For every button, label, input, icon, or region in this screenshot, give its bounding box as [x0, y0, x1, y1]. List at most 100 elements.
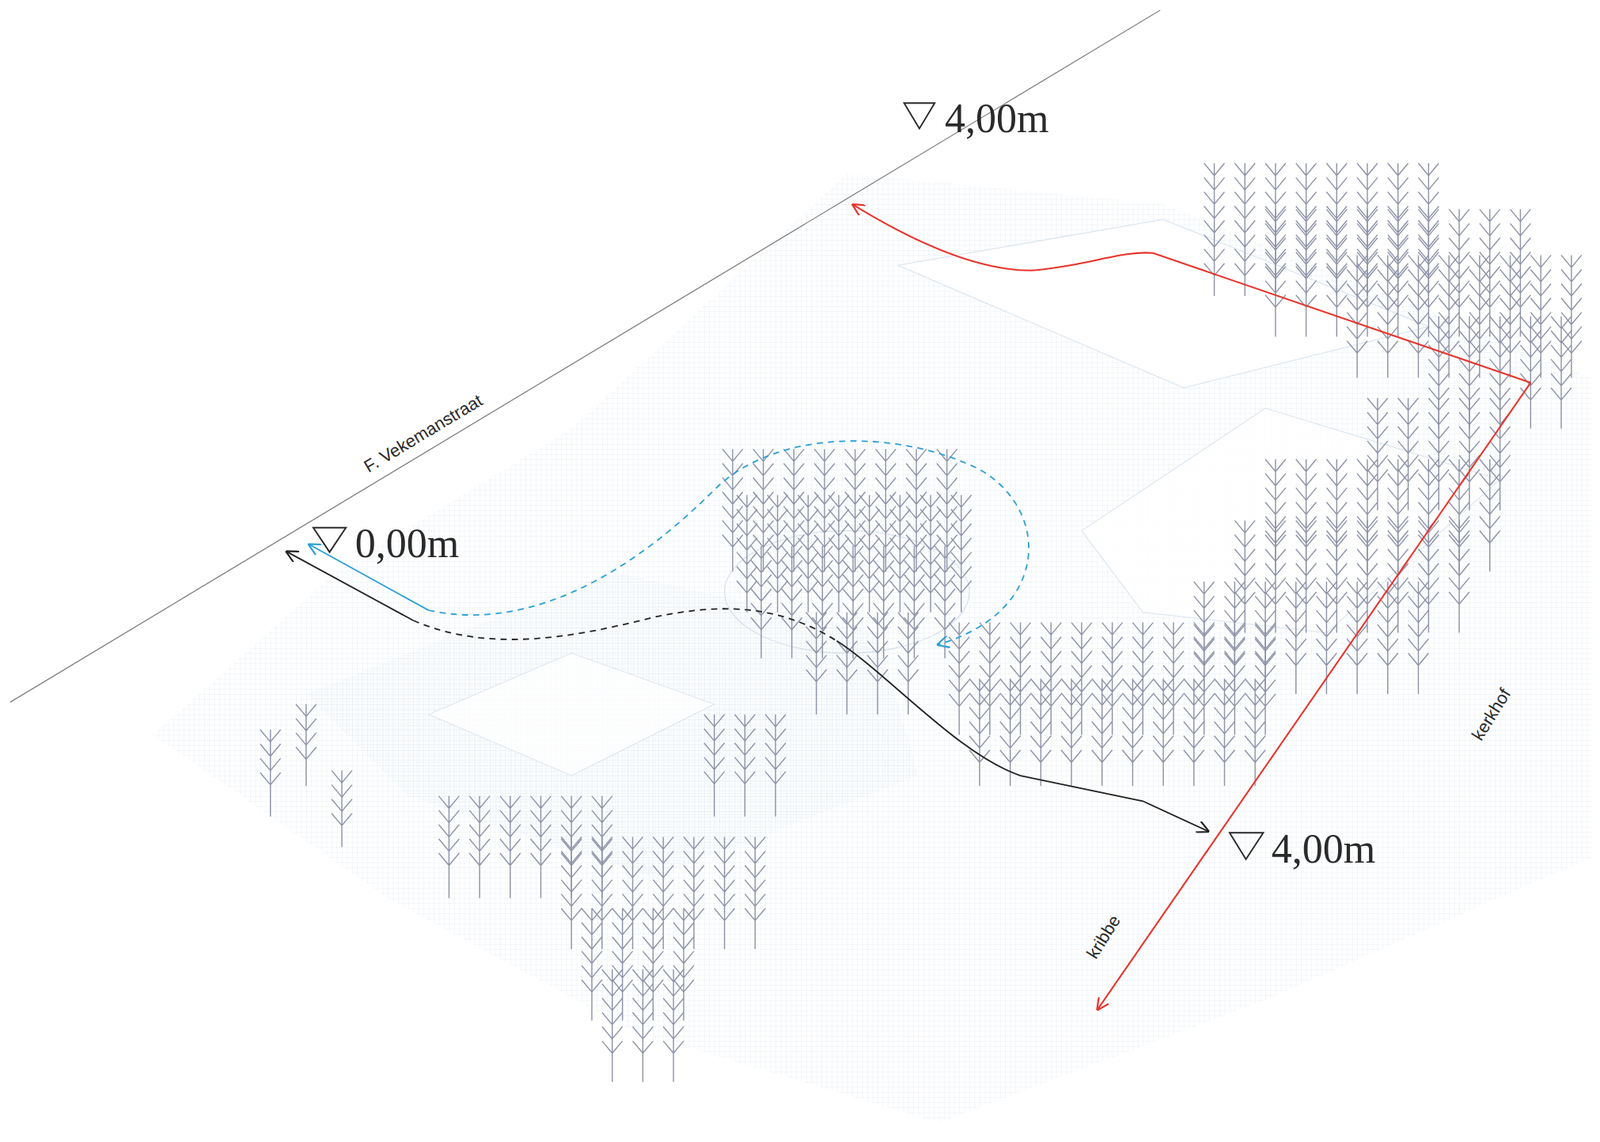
tree-line	[934, 545, 956, 659]
tree-line	[652, 836, 674, 949]
level-triangle	[904, 102, 936, 129]
tree-line	[1296, 208, 1317, 337]
tree-symbol	[1183, 678, 1205, 786]
tree-line	[1408, 254, 1430, 378]
tree-line	[806, 612, 827, 715]
tree-line	[1091, 678, 1113, 786]
tree-symbol	[1398, 398, 1419, 511]
tree-line	[331, 770, 353, 848]
tree-symbol	[652, 836, 674, 949]
tree-symbol	[1418, 520, 1439, 634]
tree-symbol	[904, 545, 926, 659]
tree-line	[951, 494, 972, 612]
tree-symbol	[704, 714, 725, 817]
tree-symbol	[1510, 208, 1532, 337]
tree-line	[781, 545, 803, 659]
tree-symbol	[1091, 678, 1113, 786]
tree-line	[591, 836, 613, 949]
tree-symbol	[765, 714, 786, 817]
tree-line	[734, 714, 755, 817]
tree-symbol	[781, 545, 803, 659]
level-label: 4,00m	[1271, 828, 1376, 870]
level-symbols	[313, 102, 1264, 860]
tree-symbol	[1448, 520, 1470, 634]
tree-group	[260, 163, 1582, 1082]
level-triangle	[313, 527, 346, 553]
tree-symbol	[1030, 678, 1051, 786]
tree-symbol	[673, 908, 694, 1021]
tree-symbol	[581, 908, 603, 1021]
tree-line	[744, 836, 766, 949]
tree-line	[948, 622, 970, 736]
tree-line	[1346, 254, 1368, 378]
tree-line	[260, 729, 281, 817]
tree-line	[469, 796, 490, 899]
tree-symbol	[797, 494, 819, 612]
tree-line	[1408, 581, 1430, 694]
tree-line	[1387, 208, 1409, 337]
tree-line	[1030, 678, 1051, 786]
tree-line	[1398, 398, 1419, 511]
tree-symbol	[1326, 208, 1347, 337]
tree-symbol	[1234, 520, 1255, 634]
tree-line	[736, 494, 758, 612]
tree-symbol	[1387, 520, 1409, 634]
tree-symbol	[1326, 520, 1347, 634]
tree-line	[1448, 208, 1470, 337]
tree-symbol	[1296, 520, 1317, 634]
tree-symbol	[642, 908, 664, 1021]
tree-line	[1357, 208, 1378, 337]
tree-symbol	[1479, 208, 1501, 337]
tree-symbol	[1000, 678, 1021, 786]
tree-line	[1550, 316, 1572, 429]
street-line	[10, 10, 1161, 702]
tree-symbol	[1418, 208, 1439, 337]
tree-line	[295, 704, 317, 786]
tree-line	[1152, 678, 1174, 786]
route-lines	[285, 204, 1531, 1011]
tree-line	[828, 494, 850, 612]
tree-line	[904, 545, 926, 659]
tree-line	[1183, 678, 1205, 786]
tree-symbol	[969, 678, 990, 786]
tree-symbol	[1346, 254, 1368, 378]
tree-symbol	[1265, 520, 1286, 634]
tree-symbol	[1490, 398, 1511, 511]
black-route	[836, 640, 1210, 832]
tree-line	[1479, 458, 1501, 572]
tree-symbol	[1377, 254, 1399, 378]
tree-line	[1418, 520, 1439, 634]
tree-symbol	[1285, 581, 1307, 694]
tree-symbol	[530, 796, 552, 899]
tree-line	[920, 494, 941, 612]
tree-line	[859, 494, 880, 612]
tree-line	[1479, 208, 1501, 337]
tree-line	[1234, 520, 1255, 634]
tree-symbol	[1061, 678, 1082, 786]
tree-symbol	[806, 612, 827, 715]
tree-line	[889, 494, 910, 612]
tree-line	[842, 545, 864, 659]
tree-symbol	[920, 494, 941, 612]
tree-symbol	[859, 494, 880, 612]
tree-line	[1459, 398, 1480, 511]
tree-symbol	[1265, 208, 1286, 337]
tree-symbol	[842, 545, 864, 659]
tree-symbol	[602, 969, 623, 1082]
tree-symbol	[934, 545, 956, 659]
tree-symbol	[1448, 208, 1470, 337]
tree-symbol	[1428, 398, 1449, 511]
tree-symbol	[295, 704, 317, 786]
tree-line	[873, 545, 895, 659]
red-route	[852, 204, 1532, 383]
tree-line	[612, 908, 634, 1021]
tree-symbol	[1408, 581, 1430, 694]
tree-line	[714, 836, 736, 949]
tree-symbol	[500, 796, 521, 899]
tree-symbol	[260, 729, 281, 817]
tree-symbol	[1357, 520, 1378, 634]
tree-symbol	[948, 622, 970, 736]
tree-line	[633, 969, 654, 1082]
tree-symbol	[714, 836, 736, 949]
tree-symbol	[1520, 316, 1541, 429]
